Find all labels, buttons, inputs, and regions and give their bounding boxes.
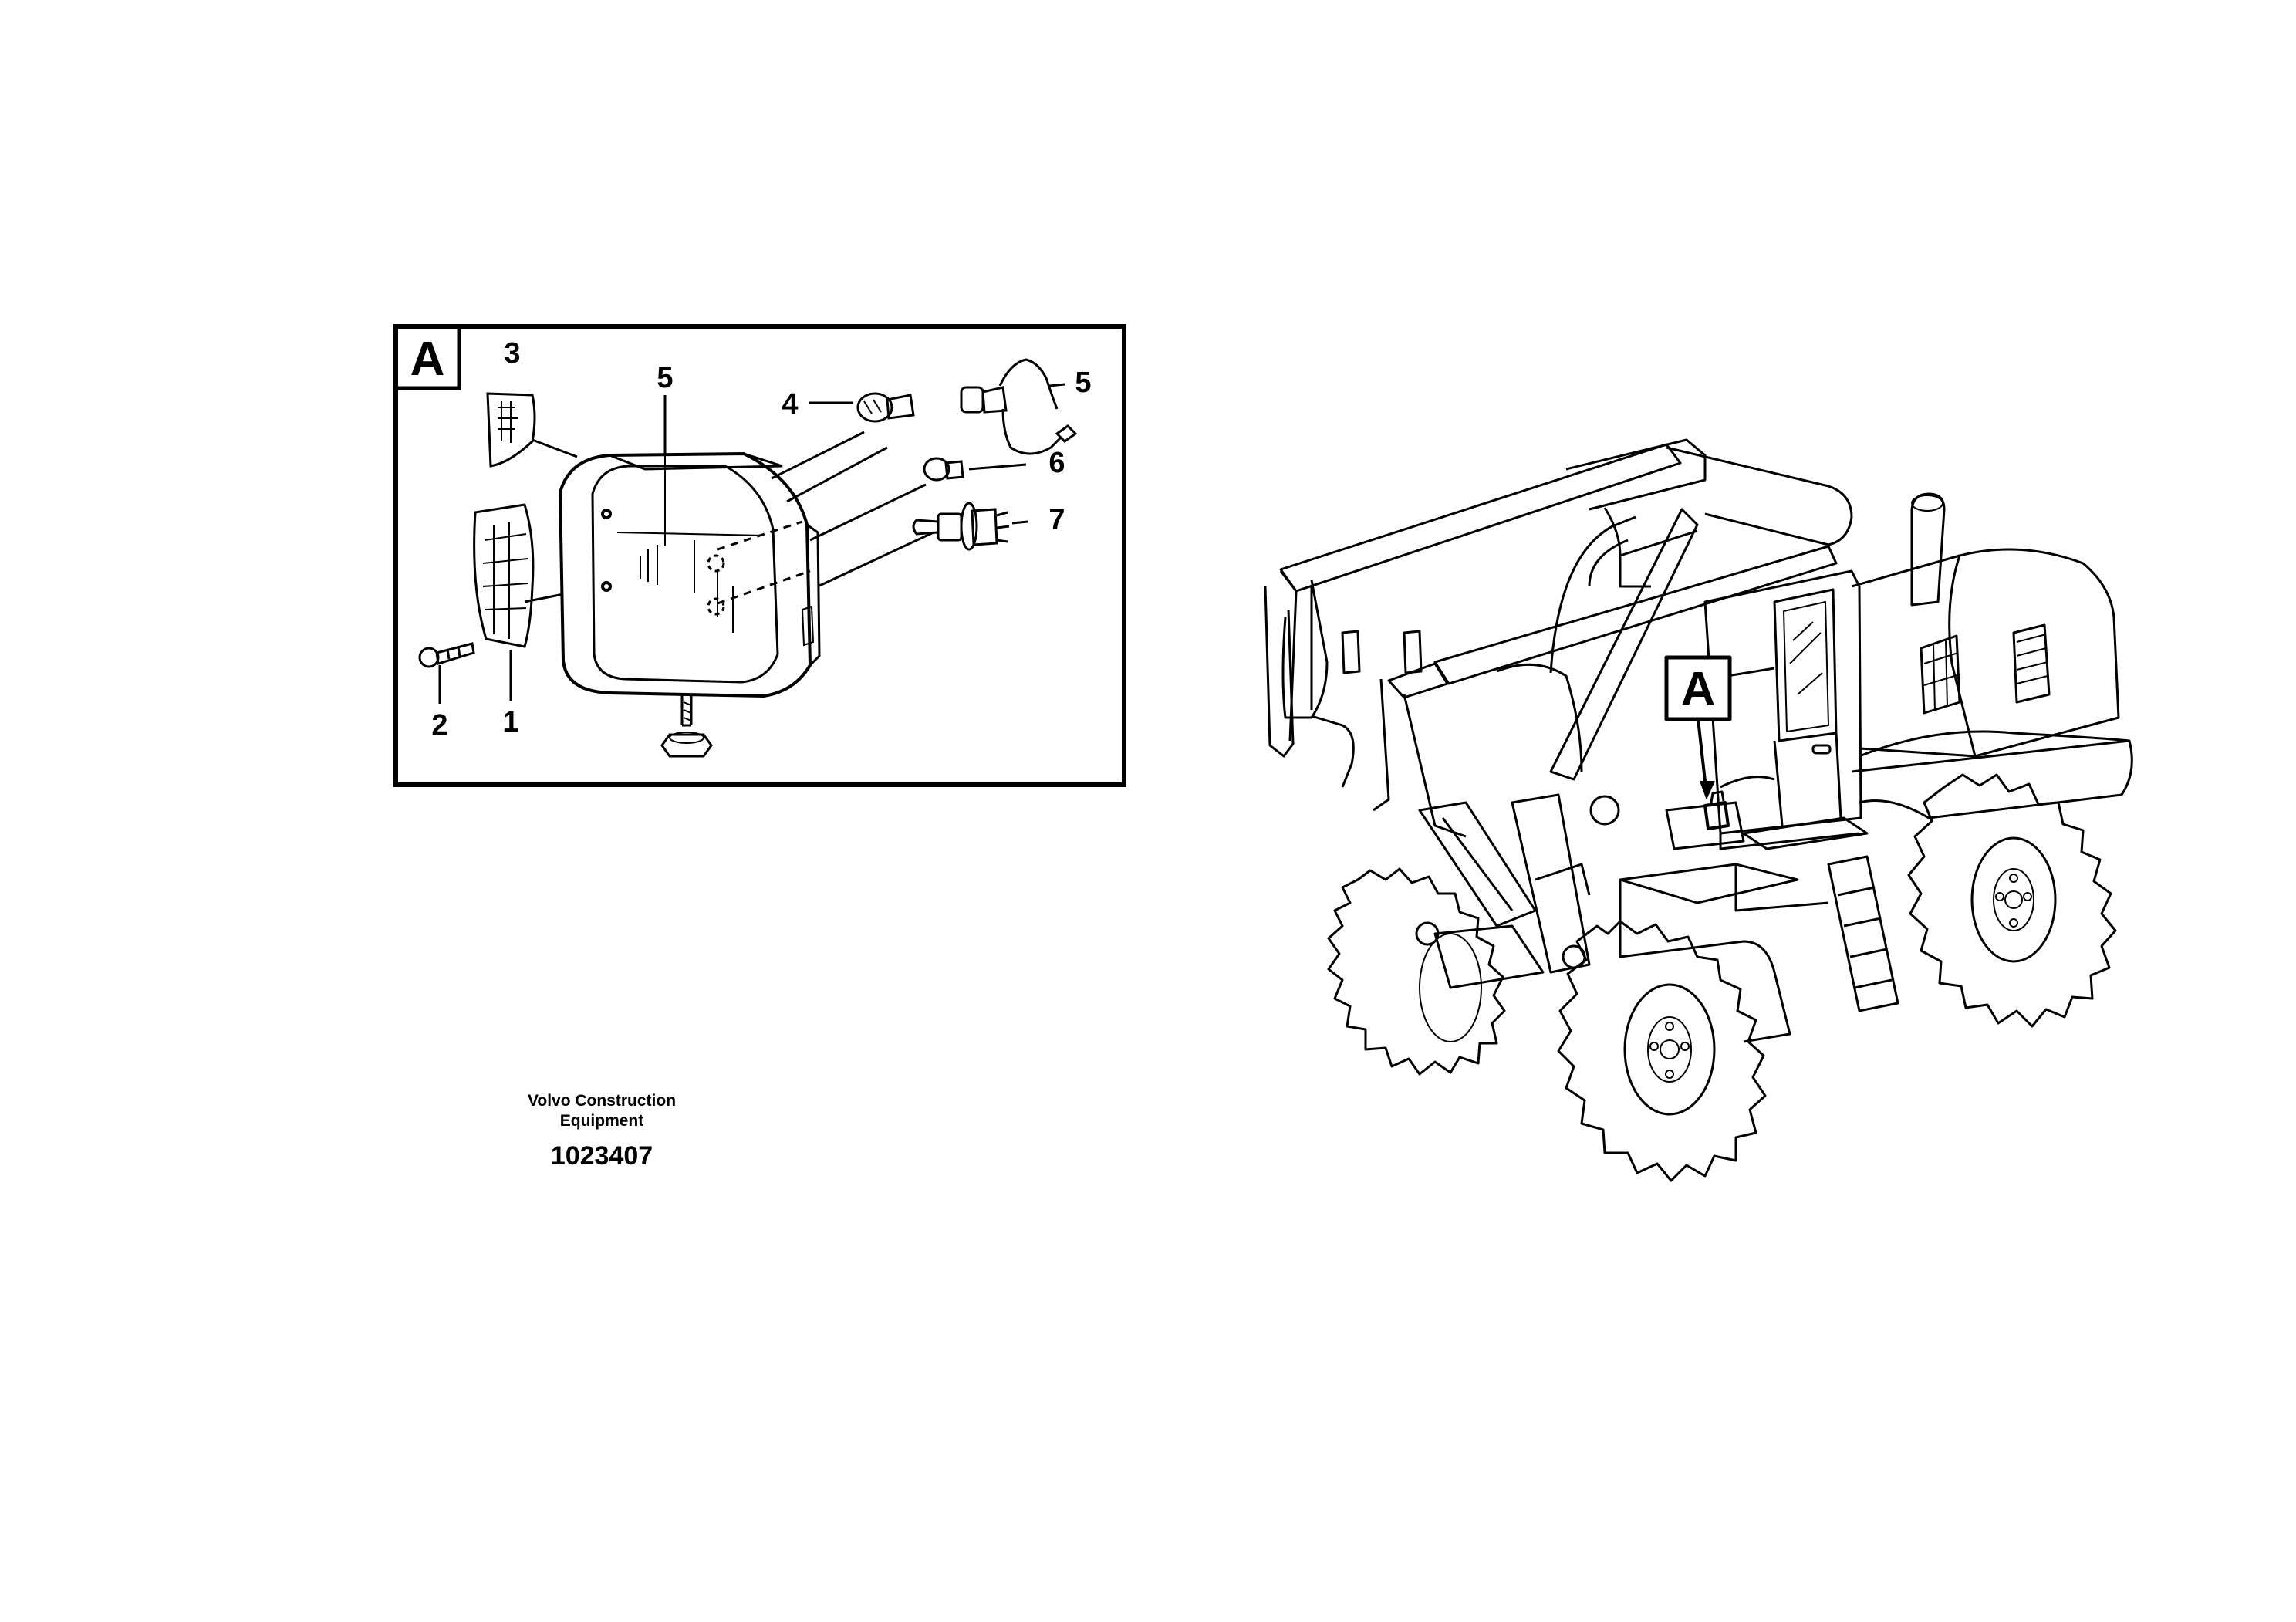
machine-location-marker-label: A [1681,663,1716,716]
lift-linkage [1415,508,1699,989]
part-5-headlamp-housing [558,451,821,758]
callout-6: 6 [1048,447,1065,479]
detail-marker-box [393,324,461,390]
front-fender-and-steps [1619,790,1899,1043]
assembly-guide-lines [707,431,934,616]
part-5-bulb-holder [960,358,1078,455]
callout-4: 4 [782,388,798,421]
callout-5-housing: 5 [657,362,673,394]
part-3-marker-lens [486,392,578,468]
tire-front-right [1557,920,1767,1182]
tire-rear-right [1907,773,2117,1028]
operator-cab [1703,569,1862,850]
callout-5-holder: 5 [1075,367,1091,399]
engine-hood [1851,492,2133,819]
detail-marker-label: A [410,333,445,386]
part-2-screw [418,642,475,704]
company-name-line2: Equipment [559,1112,644,1130]
callout-1: 1 [502,706,518,738]
tire-front-left [1327,867,1506,1076]
attachment-frame [1279,570,1423,742]
wheel-loader-illustration [1264,438,2133,1182]
company-name-line1: Volvo Construction [527,1092,677,1110]
part-6-bulb [923,457,1027,482]
machine-location-arrow [1700,780,1715,799]
diagram-part-number: 1023407 [550,1141,653,1171]
callout-2: 2 [431,709,447,742]
part-1-side-lens [473,503,564,701]
part-7-halogen-bulb [912,502,1028,551]
callout-3: 3 [504,337,520,370]
part-4-bulb [809,392,915,423]
publisher-credit: Volvo Construction Equipment 1023407 [463,1091,741,1171]
detail-frame [393,324,1126,787]
detail-view-a: A 3 1 2 [393,324,1126,787]
callout-7: 7 [1048,504,1065,536]
